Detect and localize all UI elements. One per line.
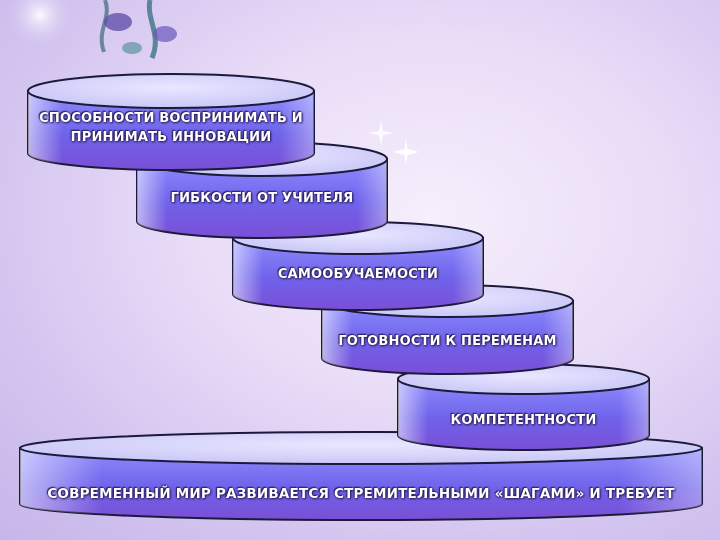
step-label: КОМПЕТЕНТНОСТИ [450,412,597,428]
step-3: САМООБУЧАЕМОСТИ [231,220,485,312]
step-cylinder [19,431,703,521]
sparkle-icon [368,120,394,146]
sparkle-icon [393,139,419,165]
step-1: КОМПЕТЕНТНОСТИ [396,362,651,452]
step-label: ГИБКОСТИ ОТ УЧИТЕЛЯ [170,190,354,206]
step-4: ГИБКОСТИ ОТ УЧИТЕЛЯ [135,140,389,240]
step-5: СПОСОБНОСТИ ВОСПРИНИМАТЬ И ПРИНИМАТЬ ИНН… [26,72,316,172]
step-label: СПОСОБНОСТИ ВОСПРИНИМАТЬ И ПРИНИМАТЬ ИНН… [39,111,303,145]
step-label: САМООБУЧАЕМОСТИ [277,266,439,282]
step-label: ГОТОВНОСТИ К ПЕРЕМЕНАМ [338,333,557,349]
flower-decoration [2,0,177,59]
step-label: СОВРЕМЕННЫЙ МИР РАЗВИВАЕТСЯ СТРЕМИТЕЛЬНЫ… [47,486,675,502]
step-base: СОВРЕМЕННЫЙ МИР РАЗВИВАЕТСЯ СТРЕМИТЕЛЬНЫ… [18,430,704,522]
step-cylinder [27,73,315,171]
step-cylinder [397,363,650,451]
step-cylinder [232,221,484,311]
